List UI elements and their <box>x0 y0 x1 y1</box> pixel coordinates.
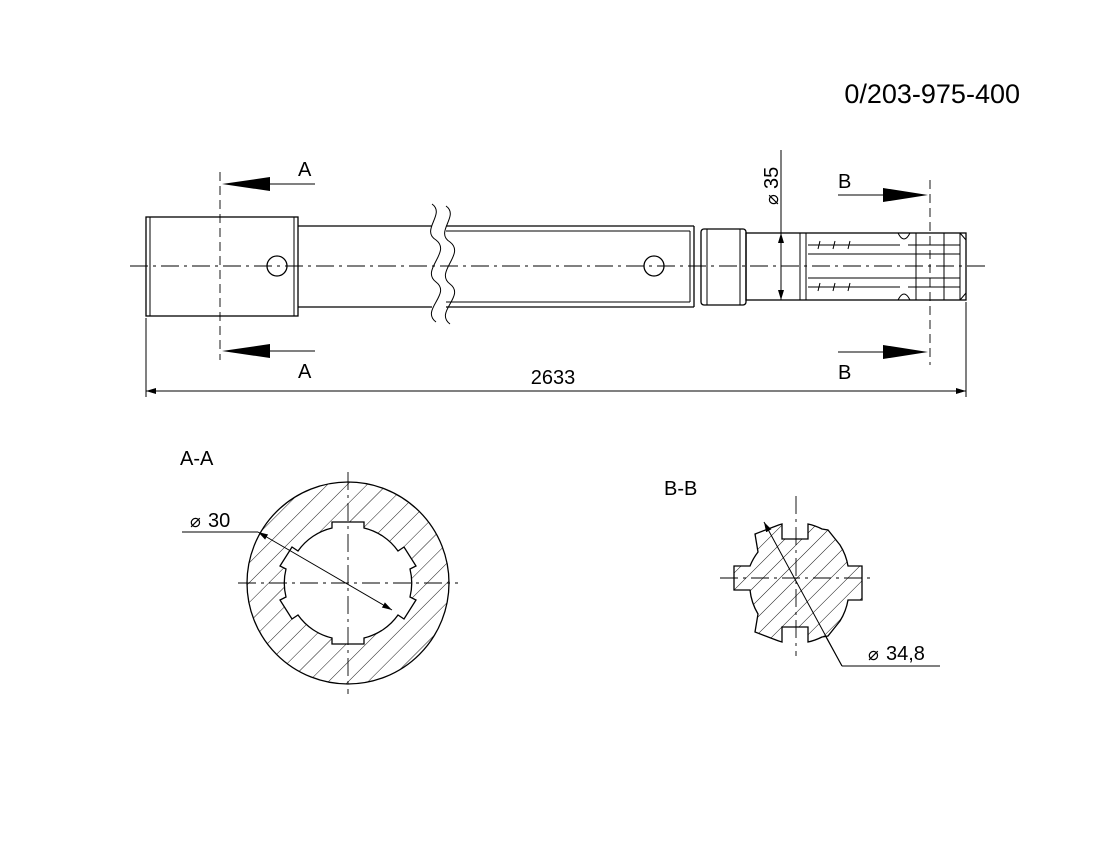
part-number: 0/203-975-400 <box>844 79 1020 109</box>
diameter-symbol-30: ⌀ <box>190 511 201 531</box>
section-label-a-bottom: A <box>298 361 312 383</box>
section-label-b-top: B <box>838 171 851 193</box>
left-cross-hole <box>266 255 288 277</box>
collar <box>700 228 747 306</box>
section-label-a-top: A <box>298 159 312 181</box>
section-label-b-bottom: B <box>838 362 851 384</box>
section-a-a-view: ⌀ 30 <box>182 472 458 694</box>
dimension-value-35: 35 <box>761 167 783 189</box>
dimension-diameter-35: ⌀ 35 <box>761 150 784 300</box>
dimension-value-34-8: 34,8 <box>886 643 925 665</box>
section-b-b-view: ⌀ 34,8 <box>720 496 940 667</box>
break-line-right <box>444 205 456 325</box>
shaft-side-view <box>130 203 985 325</box>
break-line-left <box>430 203 442 323</box>
splined-end <box>745 232 967 301</box>
diameter-symbol-35: ⌀ <box>762 194 782 205</box>
section-a-markers: A A <box>219 159 315 383</box>
dimension-value-2633: 2633 <box>531 367 576 389</box>
section-b-markers: B B <box>838 171 931 384</box>
section-title-b-b: B-B <box>664 478 697 500</box>
dimension-value-30: 30 <box>208 510 230 532</box>
dimension-overall-length: 2633 <box>145 302 967 397</box>
section-title-a-a: A-A <box>180 448 214 470</box>
diameter-symbol-34-8: ⌀ <box>868 644 879 664</box>
right-cross-hole <box>643 255 665 277</box>
left-sleeve <box>145 216 299 317</box>
